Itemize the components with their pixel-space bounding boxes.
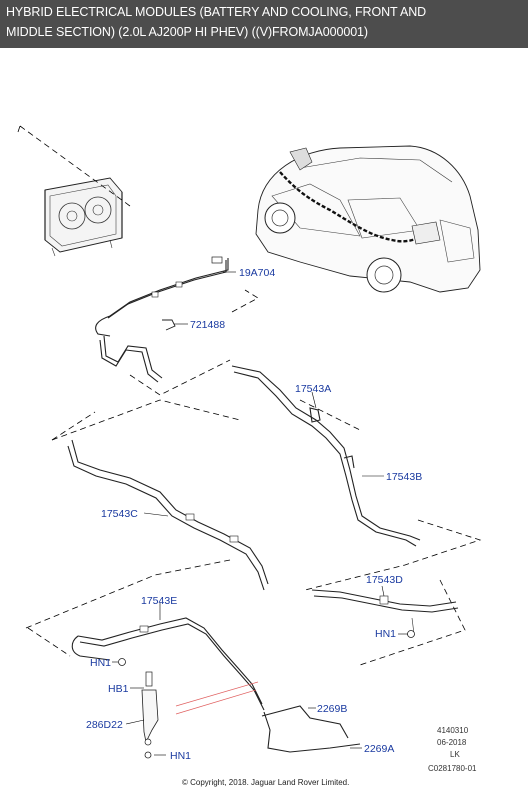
bracket-286D22 bbox=[141, 671, 159, 746]
harness-17543C bbox=[67, 439, 269, 591]
pointer-lines bbox=[175, 681, 259, 715]
fasteners bbox=[118, 630, 415, 759]
callout-17543D: 17543D bbox=[366, 574, 403, 586]
section-boundaries bbox=[17, 125, 482, 666]
harness-17543E bbox=[71, 617, 265, 711]
vehicle-illustration bbox=[255, 145, 481, 293]
callout-17543B: 17543B bbox=[386, 471, 422, 483]
ref-date: 06-2018 bbox=[437, 738, 467, 747]
ref-region: LK bbox=[450, 750, 460, 759]
harness-19A704 bbox=[95, 256, 229, 383]
radiator-illustration bbox=[44, 177, 123, 257]
callout-HN1-left: HN1 bbox=[90, 657, 111, 669]
diagram-title: HYBRID ELECTRICAL MODULES (BATTERY AND C… bbox=[0, 0, 528, 48]
callout-19A704: 19A704 bbox=[239, 267, 275, 279]
callout-labels: 19A704 721488 17543A 17543B 17543C 17543… bbox=[86, 267, 422, 762]
callout-17543E: 17543E bbox=[141, 595, 177, 607]
callout-17543C: 17543C bbox=[101, 508, 138, 520]
callout-HN1-bottom: HN1 bbox=[170, 750, 191, 762]
callout-286D22: 286D22 bbox=[86, 719, 123, 731]
callout-2269A: 2269A bbox=[364, 743, 394, 755]
harness-2269 bbox=[261, 705, 361, 753]
callout-721488: 721488 bbox=[190, 319, 225, 331]
title-line-2: MIDDLE SECTION) (2.0L AJ200P HI PHEV) ((… bbox=[6, 25, 368, 39]
callout-leaders bbox=[112, 271, 408, 756]
reference-block: 4140310 06-2018 LK C0281780-01 bbox=[428, 726, 477, 773]
callout-17543A: 17543A bbox=[295, 383, 331, 395]
callout-HB1: HB1 bbox=[108, 683, 129, 695]
copyright-notice: © Copyright, 2018. Jaguar Land Rover Lim… bbox=[182, 778, 349, 787]
callout-HN1-right: HN1 bbox=[375, 628, 396, 640]
harness-17543A-17543B bbox=[231, 365, 421, 547]
callout-2269B: 2269B bbox=[317, 703, 347, 715]
title-line-1: HYBRID ELECTRICAL MODULES (BATTERY AND C… bbox=[6, 5, 427, 19]
ref-number: 4140310 bbox=[437, 726, 469, 735]
ref-code: C0281780-01 bbox=[428, 764, 477, 773]
